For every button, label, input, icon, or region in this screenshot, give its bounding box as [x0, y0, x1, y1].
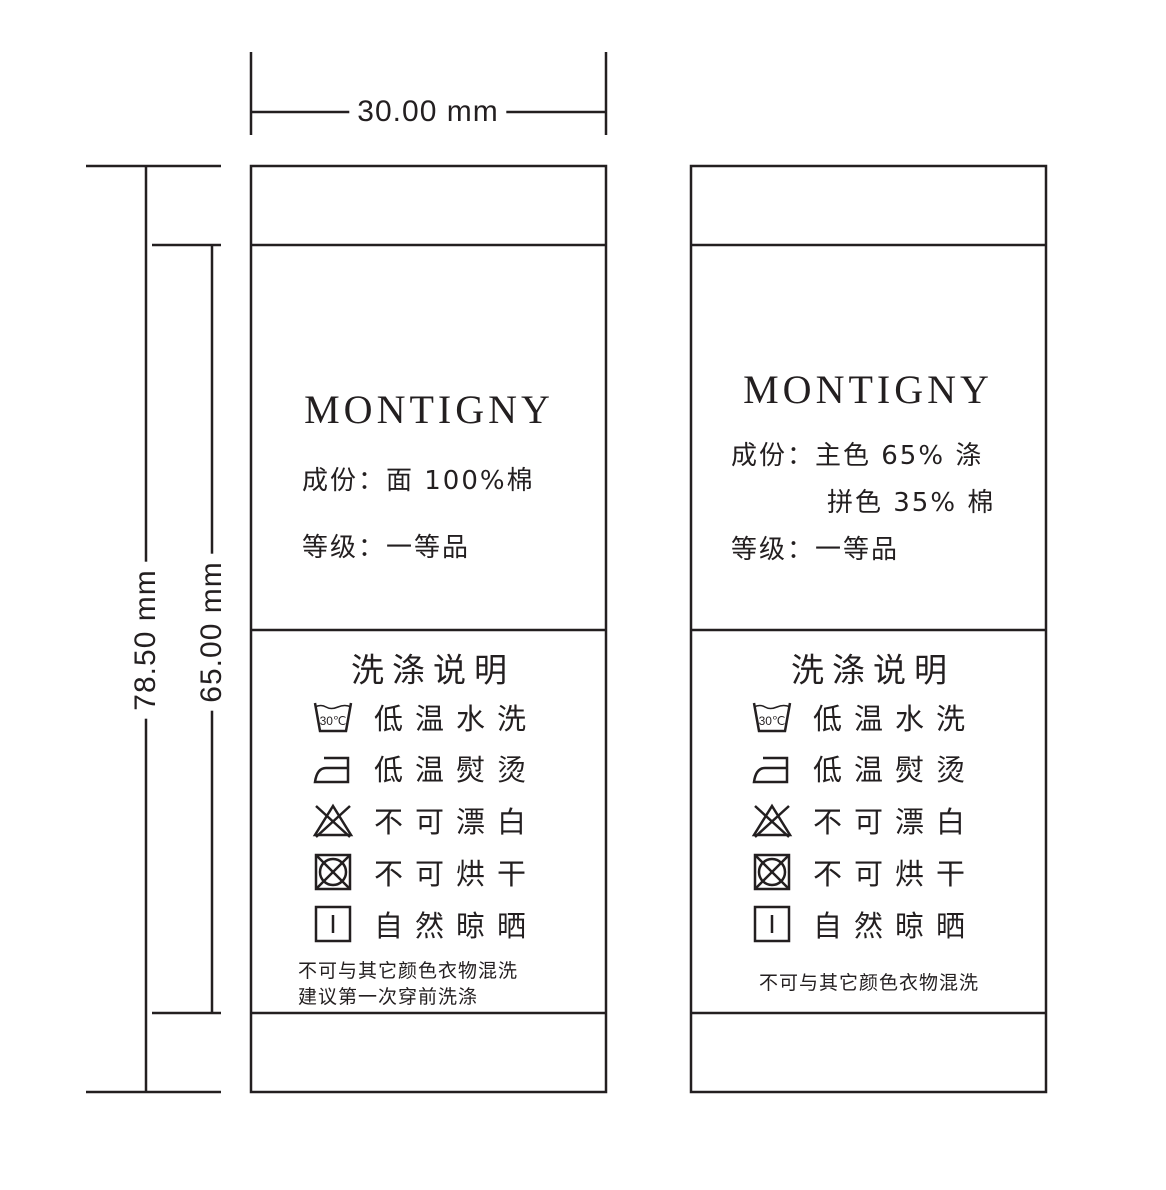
care-text: 不可漂白	[813, 805, 978, 839]
line-dry-icon	[314, 905, 352, 943]
wash-30c-icon: 30℃	[752, 702, 792, 733]
care-instruction: 自然晾晒	[312, 903, 538, 945]
footer-note: 不可与其它颜色衣物混洗	[758, 972, 980, 994]
care-text: 低温水洗	[374, 702, 539, 736]
grade: 等级：一等品	[302, 533, 471, 563]
no-tumble-dry-icon	[753, 853, 791, 891]
inner-height-dimension: 65.00 mm	[195, 553, 228, 711]
composition-main: 成份：主色 65% 涤	[731, 441, 984, 471]
care-instruction: 不可烘干	[312, 851, 538, 893]
care-text: 自然晾晒	[374, 909, 539, 943]
care-title: 洗涤说明	[351, 650, 515, 690]
svg-text:30℃: 30℃	[759, 714, 786, 728]
care-instruction: 低温熨烫	[751, 747, 977, 789]
care-instruction: 低温熨烫	[312, 747, 538, 789]
care-text: 不可漂白	[374, 805, 539, 839]
no-bleach-icon	[751, 803, 793, 838]
care-instruction: 不可漂白	[312, 799, 538, 841]
line-dry-icon	[753, 905, 791, 943]
brand-name: MONTIGNY	[743, 367, 993, 412]
care-instruction: 30℃ 低温水洗	[312, 696, 538, 738]
grade: 等级：一等品	[731, 535, 900, 565]
composition: 成份：面 100%棉	[302, 466, 535, 496]
composition-contrast: 拼色 35% 棉	[827, 488, 996, 518]
care-text: 不可烘干	[374, 857, 539, 891]
footer-line: 不可与其它颜色衣物混洗	[298, 960, 519, 982]
care-text: 低温水洗	[813, 702, 978, 736]
care-title: 洗涤说明	[791, 650, 955, 690]
width-dimension: 30.00 mm	[349, 97, 507, 127]
no-tumble-dry-icon	[314, 853, 352, 891]
iron-low-icon	[313, 756, 350, 784]
no-bleach-icon	[312, 803, 354, 838]
total-height-dimension: 78.50 mm	[129, 561, 162, 719]
wash-30c-icon: 30℃	[313, 702, 353, 733]
care-instruction: 不可烘干	[751, 851, 977, 893]
brand-name: MONTIGNY	[304, 387, 554, 432]
svg-text:30℃: 30℃	[320, 714, 347, 728]
footer-note: 不可与其它颜色衣物混洗 建议第一次穿前洗涤	[298, 958, 518, 1010]
footer-line: 建议第一次穿前洗涤	[298, 986, 479, 1008]
care-instruction: 不可漂白	[751, 799, 977, 841]
iron-low-icon	[752, 756, 789, 784]
care-text: 低温熨烫	[813, 753, 978, 787]
care-text: 自然晾晒	[813, 909, 978, 943]
care-instruction: 30℃ 低温水洗	[751, 696, 977, 738]
care-text: 低温熨烫	[374, 753, 539, 787]
care-instruction: 自然晾晒	[751, 903, 977, 945]
care-text: 不可烘干	[813, 857, 978, 891]
